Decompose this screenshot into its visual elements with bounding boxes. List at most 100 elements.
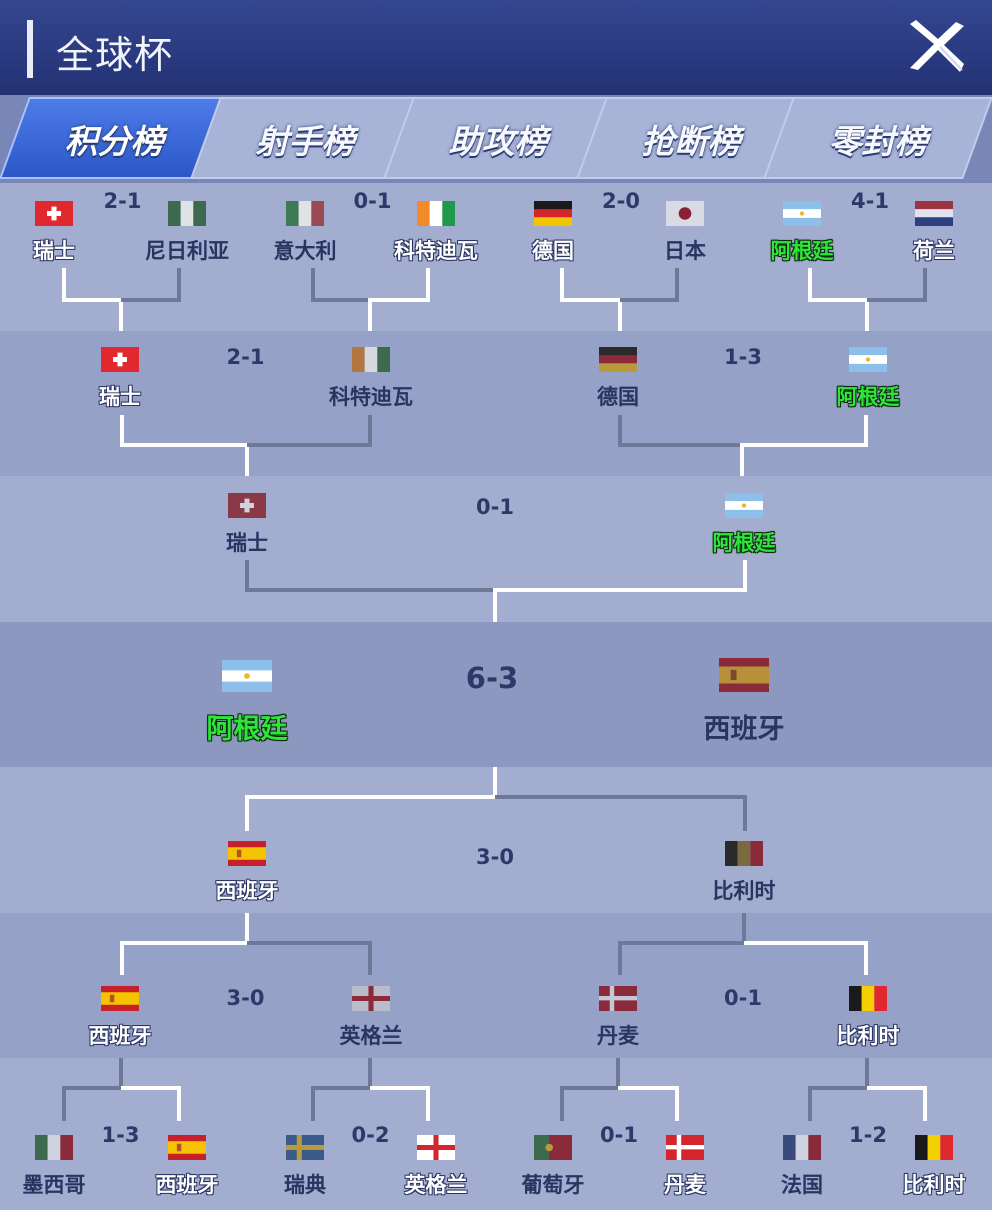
flag-japan-icon xyxy=(666,201,704,226)
flag-argentina-icon xyxy=(725,493,763,518)
bracket-connector xyxy=(560,1058,620,1121)
flag-argentina-icon xyxy=(849,347,887,372)
tab-bar: 积分榜 射手榜 助攻榜 抢断榜 零封榜 xyxy=(0,95,992,183)
team-name[interactable]: 西班牙 xyxy=(703,714,785,745)
bracket-connector xyxy=(120,913,249,975)
team-name[interactable]: 瑞士 xyxy=(226,531,268,555)
match-score: 2-1 xyxy=(226,345,265,369)
team-name[interactable]: 墨西哥 xyxy=(22,1173,86,1197)
close-button[interactable] xyxy=(904,14,968,78)
bracket-connector xyxy=(618,415,742,447)
flag-denmark-icon xyxy=(599,986,637,1011)
team-name[interactable]: 法国 xyxy=(781,1173,823,1197)
flag-denmark-icon xyxy=(666,1135,704,1160)
team-name[interactable]: 尼日利亚 xyxy=(145,239,229,263)
flag-argentina-icon xyxy=(222,660,272,692)
flag-germany-icon xyxy=(534,201,572,226)
team-name[interactable]: 科特迪瓦 xyxy=(329,385,413,409)
team-name[interactable]: 德国 xyxy=(597,385,639,409)
team-name[interactable]: 西班牙 xyxy=(88,1024,152,1048)
flag-nigeria-icon xyxy=(168,201,206,226)
tab-label: 积分榜 xyxy=(64,122,164,161)
flag-switzerland-icon xyxy=(101,347,139,372)
bracket-connector xyxy=(311,268,370,302)
bracket-connector xyxy=(311,1058,372,1121)
tab-standings[interactable]: 积分榜 xyxy=(0,97,229,179)
team-name[interactable]: 丹麦 xyxy=(597,1024,639,1048)
match-score: 0-1 xyxy=(600,1123,638,1147)
team-name[interactable]: 阿根廷 xyxy=(770,239,834,263)
match-score: 0-1 xyxy=(353,189,392,213)
match-score: 6-3 xyxy=(465,661,519,695)
flag-spain-icon xyxy=(228,841,266,866)
match-score: 0-1 xyxy=(476,495,514,519)
team-name[interactable]: 日本 xyxy=(664,239,706,263)
team-name[interactable]: 德国 xyxy=(532,239,574,263)
band-lower-round-of-16 xyxy=(0,1058,992,1210)
team-name[interactable]: 阿根廷 xyxy=(836,385,900,409)
tab-assists[interactable]: 助攻榜 xyxy=(383,97,613,179)
tab-top-scorers[interactable]: 射手榜 xyxy=(190,97,420,179)
team-name[interactable]: 瑞士 xyxy=(99,385,141,409)
flag-argentina-icon xyxy=(783,201,821,226)
flag-belgium-icon xyxy=(915,1135,953,1160)
bracket-connector xyxy=(121,1086,181,1121)
team-name[interactable]: 英格兰 xyxy=(339,1024,403,1048)
flag-england-icon xyxy=(417,1135,455,1160)
flag-sweden-icon xyxy=(286,1135,324,1160)
match-score: 0-2 xyxy=(351,1123,390,1147)
bracket-connector xyxy=(62,268,123,331)
tab-label: 抢断榜 xyxy=(641,122,741,161)
team-name[interactable]: 葡萄牙 xyxy=(521,1173,585,1197)
match-score: 4-1 xyxy=(851,189,889,213)
match-score: 1-3 xyxy=(724,345,762,369)
bracket-connector xyxy=(620,268,679,302)
tab-label: 射手榜 xyxy=(255,122,355,161)
flag-belgium-icon xyxy=(725,841,763,866)
team-name[interactable]: 西班牙 xyxy=(215,879,279,903)
bracket-connector xyxy=(62,1058,123,1121)
band-upper-round-of-16 xyxy=(0,183,992,331)
match-score: 1-3 xyxy=(101,1123,140,1147)
tab-clean-sheets[interactable]: 零封榜 xyxy=(763,97,992,179)
bracket-connector xyxy=(744,941,868,975)
flag-switzerland-icon xyxy=(35,201,73,226)
close-icon xyxy=(910,20,964,72)
match-score: 2-1 xyxy=(103,189,142,213)
team-name[interactable]: 西班牙 xyxy=(155,1173,219,1197)
tab-label: 助攻榜 xyxy=(448,122,548,161)
team-name[interactable]: 瑞士 xyxy=(33,239,75,263)
bracket-connector xyxy=(493,560,747,622)
team-name[interactable]: 科特迪瓦 xyxy=(394,239,478,263)
flag-germany-icon xyxy=(599,347,637,372)
match-score: 3-0 xyxy=(476,845,514,869)
tab-tackles[interactable]: 抢断榜 xyxy=(576,97,806,179)
match-score: 3-0 xyxy=(226,986,265,1010)
team-name[interactable]: 比利时 xyxy=(712,879,776,903)
bracket-connector xyxy=(867,268,927,302)
bracket-connector xyxy=(370,1086,430,1121)
flag-belgium-icon xyxy=(849,986,887,1011)
team-name[interactable]: 比利时 xyxy=(836,1024,900,1048)
team-name[interactable]: 比利时 xyxy=(902,1173,966,1197)
bracket-connector xyxy=(368,268,430,331)
bracket-connector xyxy=(808,268,869,331)
bracket-connector xyxy=(808,1058,869,1121)
bracket-connector xyxy=(740,415,868,476)
bracket-connector xyxy=(120,415,249,476)
team-name[interactable]: 阿根廷 xyxy=(206,714,288,745)
flag-spain-icon xyxy=(168,1135,206,1160)
team-name[interactable]: 阿根廷 xyxy=(712,531,776,555)
bracket-connector xyxy=(245,560,495,592)
flag-france-icon xyxy=(783,1135,821,1160)
flag-italy-icon xyxy=(286,201,324,226)
team-name[interactable]: 意大利 xyxy=(273,239,337,263)
team-name[interactable]: 英格兰 xyxy=(404,1173,468,1197)
team-name[interactable]: 丹麦 xyxy=(664,1173,706,1197)
team-name[interactable]: 荷兰 xyxy=(913,239,955,263)
flag-netherlands-icon xyxy=(915,201,953,226)
tab-label: 零封榜 xyxy=(828,122,928,161)
team-name[interactable]: 瑞典 xyxy=(284,1173,326,1197)
